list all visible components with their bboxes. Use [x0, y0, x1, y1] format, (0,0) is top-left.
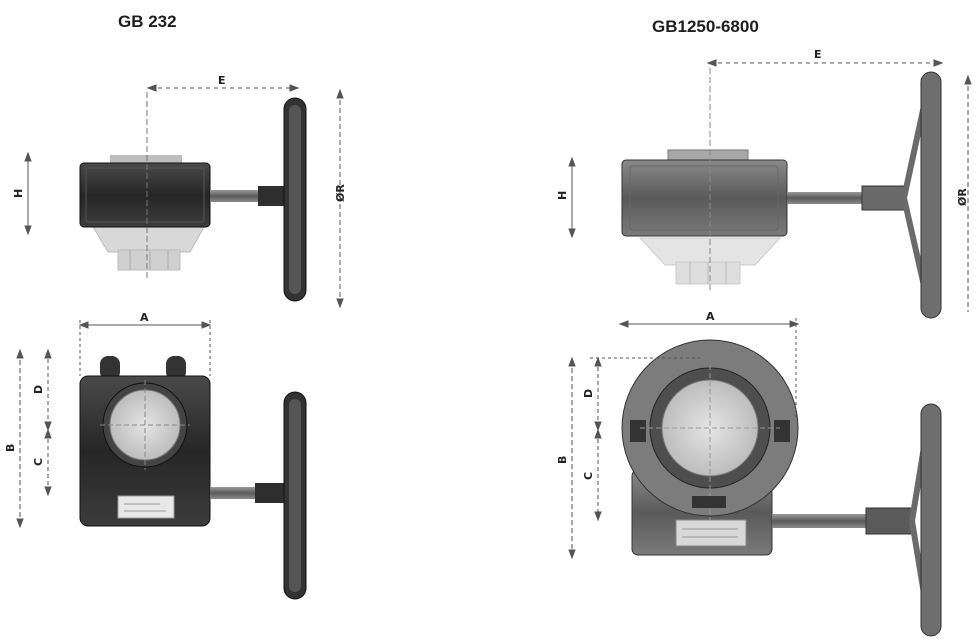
- gb1250-dimension-d: [590, 356, 700, 432]
- gb232-label-a: A: [140, 311, 149, 324]
- gb1250-label-b: B: [556, 456, 569, 464]
- gb1250-dimension-e: [706, 59, 944, 67]
- gb1250-dimension-a: [618, 318, 800, 420]
- gb1250-label-e: E: [814, 48, 822, 61]
- gb232-dimension-b: [16, 348, 24, 529]
- gb232-side-view: [79, 92, 307, 302]
- gb1250-dimension-or: [964, 74, 972, 312]
- gb1250-label-a: A: [706, 310, 715, 323]
- gb232-dimension-c: [44, 428, 52, 497]
- gb1250-dimension-h: [568, 156, 576, 239]
- gb232-front-view: [79, 356, 307, 600]
- gb232-title: GB 232: [118, 12, 177, 31]
- gb1250-dimension-c: [594, 428, 602, 522]
- gb232-dimension-d: [44, 348, 52, 432]
- gb1250-6800-title: GB1250-6800: [652, 17, 759, 36]
- gb1250-label-c: C: [582, 472, 595, 480]
- gb1250-front-view: [621, 339, 942, 637]
- gb1250-label-d: D: [582, 389, 595, 398]
- gb1250-label-or: ØR: [956, 188, 969, 206]
- gb232-dimension-h: [24, 151, 32, 236]
- gb232-label-h: H: [12, 189, 25, 198]
- gb1250-side-view: [621, 68, 942, 319]
- gb232-label-c: C: [32, 458, 45, 466]
- gb232-label-e: E: [218, 74, 226, 87]
- gb1250-dimension-b: [568, 356, 576, 560]
- gb232-dimension-e: [146, 84, 300, 92]
- gb232-dimension-a: [78, 320, 212, 376]
- gb232-label-d: D: [32, 385, 45, 394]
- gb1250-label-h: H: [556, 191, 569, 200]
- gb232-dimension-or: [336, 88, 344, 309]
- gb232-label-or: ØR: [334, 184, 347, 202]
- gb232-label-b: B: [4, 444, 17, 452]
